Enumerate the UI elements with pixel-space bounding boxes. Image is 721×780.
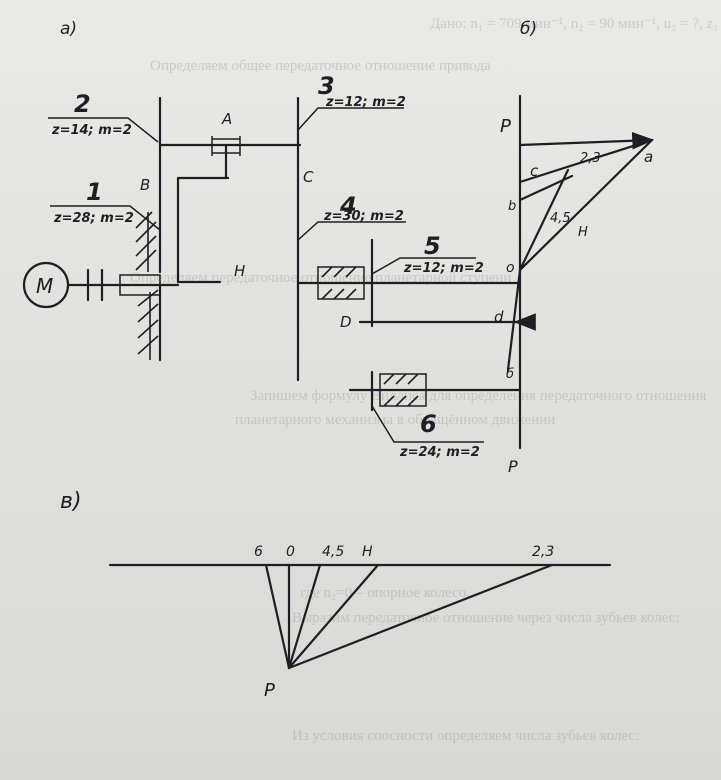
speed-label-45: 4,5	[322, 544, 344, 560]
gear-4-spec: z=30; m=2	[323, 209, 404, 224]
plan-point-d: d	[494, 308, 504, 326]
gear-1-leader	[50, 205, 161, 231]
panel-label-v: в)	[60, 489, 82, 514]
bearing-motor	[119, 274, 161, 296]
ray-c-a	[518, 138, 654, 184]
velocity-plan: P P a 2,3 c b 4,5 H o d б	[494, 94, 655, 476]
speed-pole-P: P	[264, 680, 275, 701]
motor-label: M	[36, 274, 53, 298]
gear-3-leader	[297, 107, 404, 131]
gear-5-spec: z=12; m=2	[403, 261, 484, 276]
gear-6-leader	[371, 405, 484, 443]
panel-label-a: а)	[60, 19, 77, 39]
plan-point-o: o	[506, 260, 515, 276]
point-D: D	[340, 313, 352, 331]
panel-label-b: б)	[520, 19, 537, 39]
ray-45	[518, 168, 570, 272]
point-A: A	[221, 110, 232, 128]
plan-ray-45: 4,5	[550, 211, 571, 226]
gear-5-number: 5	[424, 232, 441, 260]
gear-6-number: 6	[420, 410, 437, 438]
kinematic-scheme: 2 z=14; m=2 1 z=28; m=2	[22, 72, 522, 460]
plan-point-c: c	[530, 162, 539, 180]
gear-1-spec: z=28; m=2	[53, 211, 134, 226]
speed-label-H: H	[362, 544, 373, 560]
gear-2-leader	[48, 117, 159, 143]
speed-label-0: 0	[286, 544, 295, 560]
plan-P-top: P	[500, 116, 511, 137]
ray-H	[518, 138, 654, 272]
ray-6	[506, 268, 522, 372]
gear-1-number: 1	[86, 178, 103, 206]
bearing-gear6	[379, 373, 427, 407]
point-C: C	[303, 168, 314, 186]
point-B: B	[140, 176, 150, 194]
gear-4-number: 4	[339, 192, 357, 220]
gear-6-spec: z=24; m=2	[399, 445, 480, 460]
gear-3-spec: z=12; m=2	[325, 95, 406, 110]
plan-point-a: a	[644, 148, 653, 166]
speed-plan: 6 0 4,5 H 2,3 P	[108, 544, 612, 701]
gear-2-spec: z=14; m=2	[51, 123, 132, 138]
gear-3-number: 3	[318, 72, 335, 100]
ground-hatch-lower	[137, 289, 159, 360]
point-H: H	[234, 262, 245, 280]
plan-point-b: b	[508, 199, 516, 214]
vector-a	[518, 131, 655, 150]
bearing-A	[211, 136, 241, 180]
gear-4-leader	[297, 221, 406, 241]
coupling	[86, 268, 104, 302]
plan-ray-H: H	[578, 225, 588, 240]
plan-P-bottom: P	[508, 457, 518, 476]
bearing-gear5	[317, 266, 365, 300]
gear-2-number: 2	[74, 90, 91, 118]
speed-label-6: 6	[254, 544, 263, 560]
speed-rays	[264, 563, 554, 670]
plan-point-6: б	[506, 367, 514, 382]
speed-label-23: 2,3	[532, 544, 554, 560]
gear-5-leader	[371, 257, 476, 275]
ground-hatch-upper	[135, 211, 157, 272]
